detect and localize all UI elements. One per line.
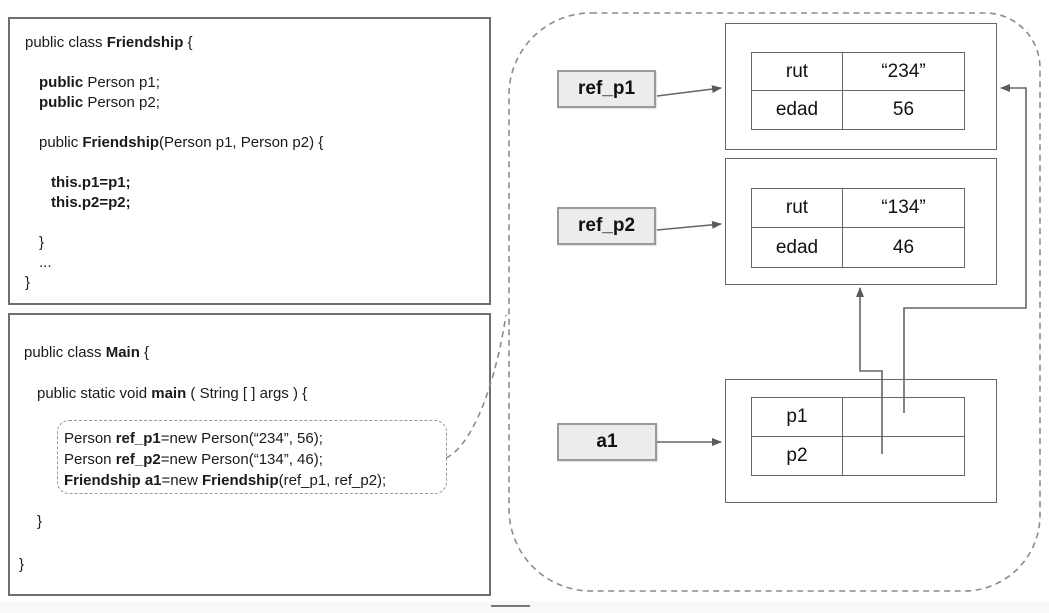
code-line	[25, 113, 489, 133]
field-name-cell: rut	[752, 53, 843, 91]
field-name-cell: rut	[752, 189, 843, 228]
code-text: {	[139, 344, 150, 361]
ref-p2-label[interactable]: ref_p2	[557, 207, 656, 245]
field-value-cell: 46	[892, 236, 915, 258]
code-text: public static void	[37, 385, 152, 402]
code-text: ...	[39, 254, 52, 271]
code-text: public class	[25, 34, 107, 51]
code-text: Friendship	[82, 134, 160, 151]
code-line	[25, 213, 489, 233]
field-name-cell: edad	[752, 228, 843, 267]
arrow-ref-p1	[656, 85, 722, 97]
person-134-fields-table: rut“134”edad 46	[751, 188, 965, 268]
code-text: public class	[24, 344, 106, 361]
code-line: Person ref_p2=new Person(“134”, 46);	[64, 449, 446, 470]
highlighted-statements-box[interactable]: Person ref_p1=new Person(“234”, 56);Pers…	[57, 420, 447, 494]
friendship-class-box[interactable]: public class Friendship { public Person …	[8, 17, 491, 305]
code-text: public	[39, 74, 84, 91]
main-class-box[interactable]: public class Main { public static void m…	[8, 313, 491, 596]
code-text: Person	[64, 430, 116, 447]
code-text: {	[183, 34, 193, 51]
code-line: this.p2=p2;	[25, 193, 489, 213]
code-text: }	[25, 274, 31, 291]
code-text: =new Person(“134”, 46);	[160, 451, 323, 468]
field-value-cell	[843, 398, 964, 437]
code-text: ref_p2	[115, 451, 161, 468]
code-text: Friendship a1	[64, 472, 162, 489]
field-value-cell: 56	[892, 99, 915, 120]
main-class-close-brace: }	[19, 556, 25, 573]
code-line: }	[25, 273, 489, 293]
field-name-cell: p2	[752, 436, 843, 475]
arrow-ref-p2	[656, 220, 722, 231]
field-value-cell	[843, 437, 964, 476]
person-234-fields-table: rut“234”edad 56	[751, 52, 965, 130]
code-line: public Person p2;	[25, 93, 489, 113]
code-text: =new	[161, 472, 202, 489]
code-line	[25, 153, 489, 173]
code-line	[25, 53, 489, 73]
code-line: Person ref_p1=new Person(“234”, 56);	[64, 428, 446, 449]
code-text: this.p1=p1;	[51, 174, 131, 191]
bottom-strip	[0, 601, 1049, 613]
code-text: public	[39, 94, 84, 111]
code-text: Person p2;	[83, 94, 160, 111]
code-text: Friendship	[201, 472, 279, 489]
code-line: public Person p1;	[25, 73, 489, 93]
field-name-cell: p1	[752, 398, 843, 437]
code-text: public	[39, 134, 83, 151]
code-line: public class Friendship {	[25, 33, 489, 53]
code-text: (ref_p1, ref_p2);	[278, 472, 387, 489]
code-line: public Friendship(Person p1, Person p2) …	[25, 133, 489, 153]
code-line: this.p1=p1;	[25, 173, 489, 193]
code-text: this.p2=p2;	[51, 194, 131, 211]
code-text: =new Person(“234”, 56);	[160, 430, 323, 447]
field-value-cell: “234”	[843, 53, 964, 91]
code-line: }	[25, 233, 489, 253]
field-value-cell: “134”	[843, 189, 964, 228]
code-line: Friendship a1=new Friendship(ref_p1, ref…	[64, 470, 446, 491]
code-text: Person p1;	[83, 74, 160, 91]
code-text: ref_p1	[115, 430, 161, 447]
code-text: Friendship	[106, 34, 184, 51]
code-line: ...	[25, 253, 489, 273]
code-text: Person	[64, 451, 116, 468]
code-text: main	[151, 385, 187, 402]
code-text: (Person p1, Person p2) {	[159, 134, 324, 151]
a1-label[interactable]: a1	[557, 423, 657, 461]
ref-p1-label[interactable]: ref_p1	[557, 70, 656, 108]
main-class-declaration: public class Main {	[24, 344, 149, 361]
field-name-cell: edad	[752, 91, 843, 129]
main-method-declaration: public static void main ( String [ ] arg…	[37, 385, 307, 402]
main-method-close-brace: }	[37, 513, 43, 530]
code-text: }	[39, 234, 45, 251]
code-text: ( String [ ] args ) {	[186, 385, 308, 402]
code-text: Main	[105, 344, 140, 361]
